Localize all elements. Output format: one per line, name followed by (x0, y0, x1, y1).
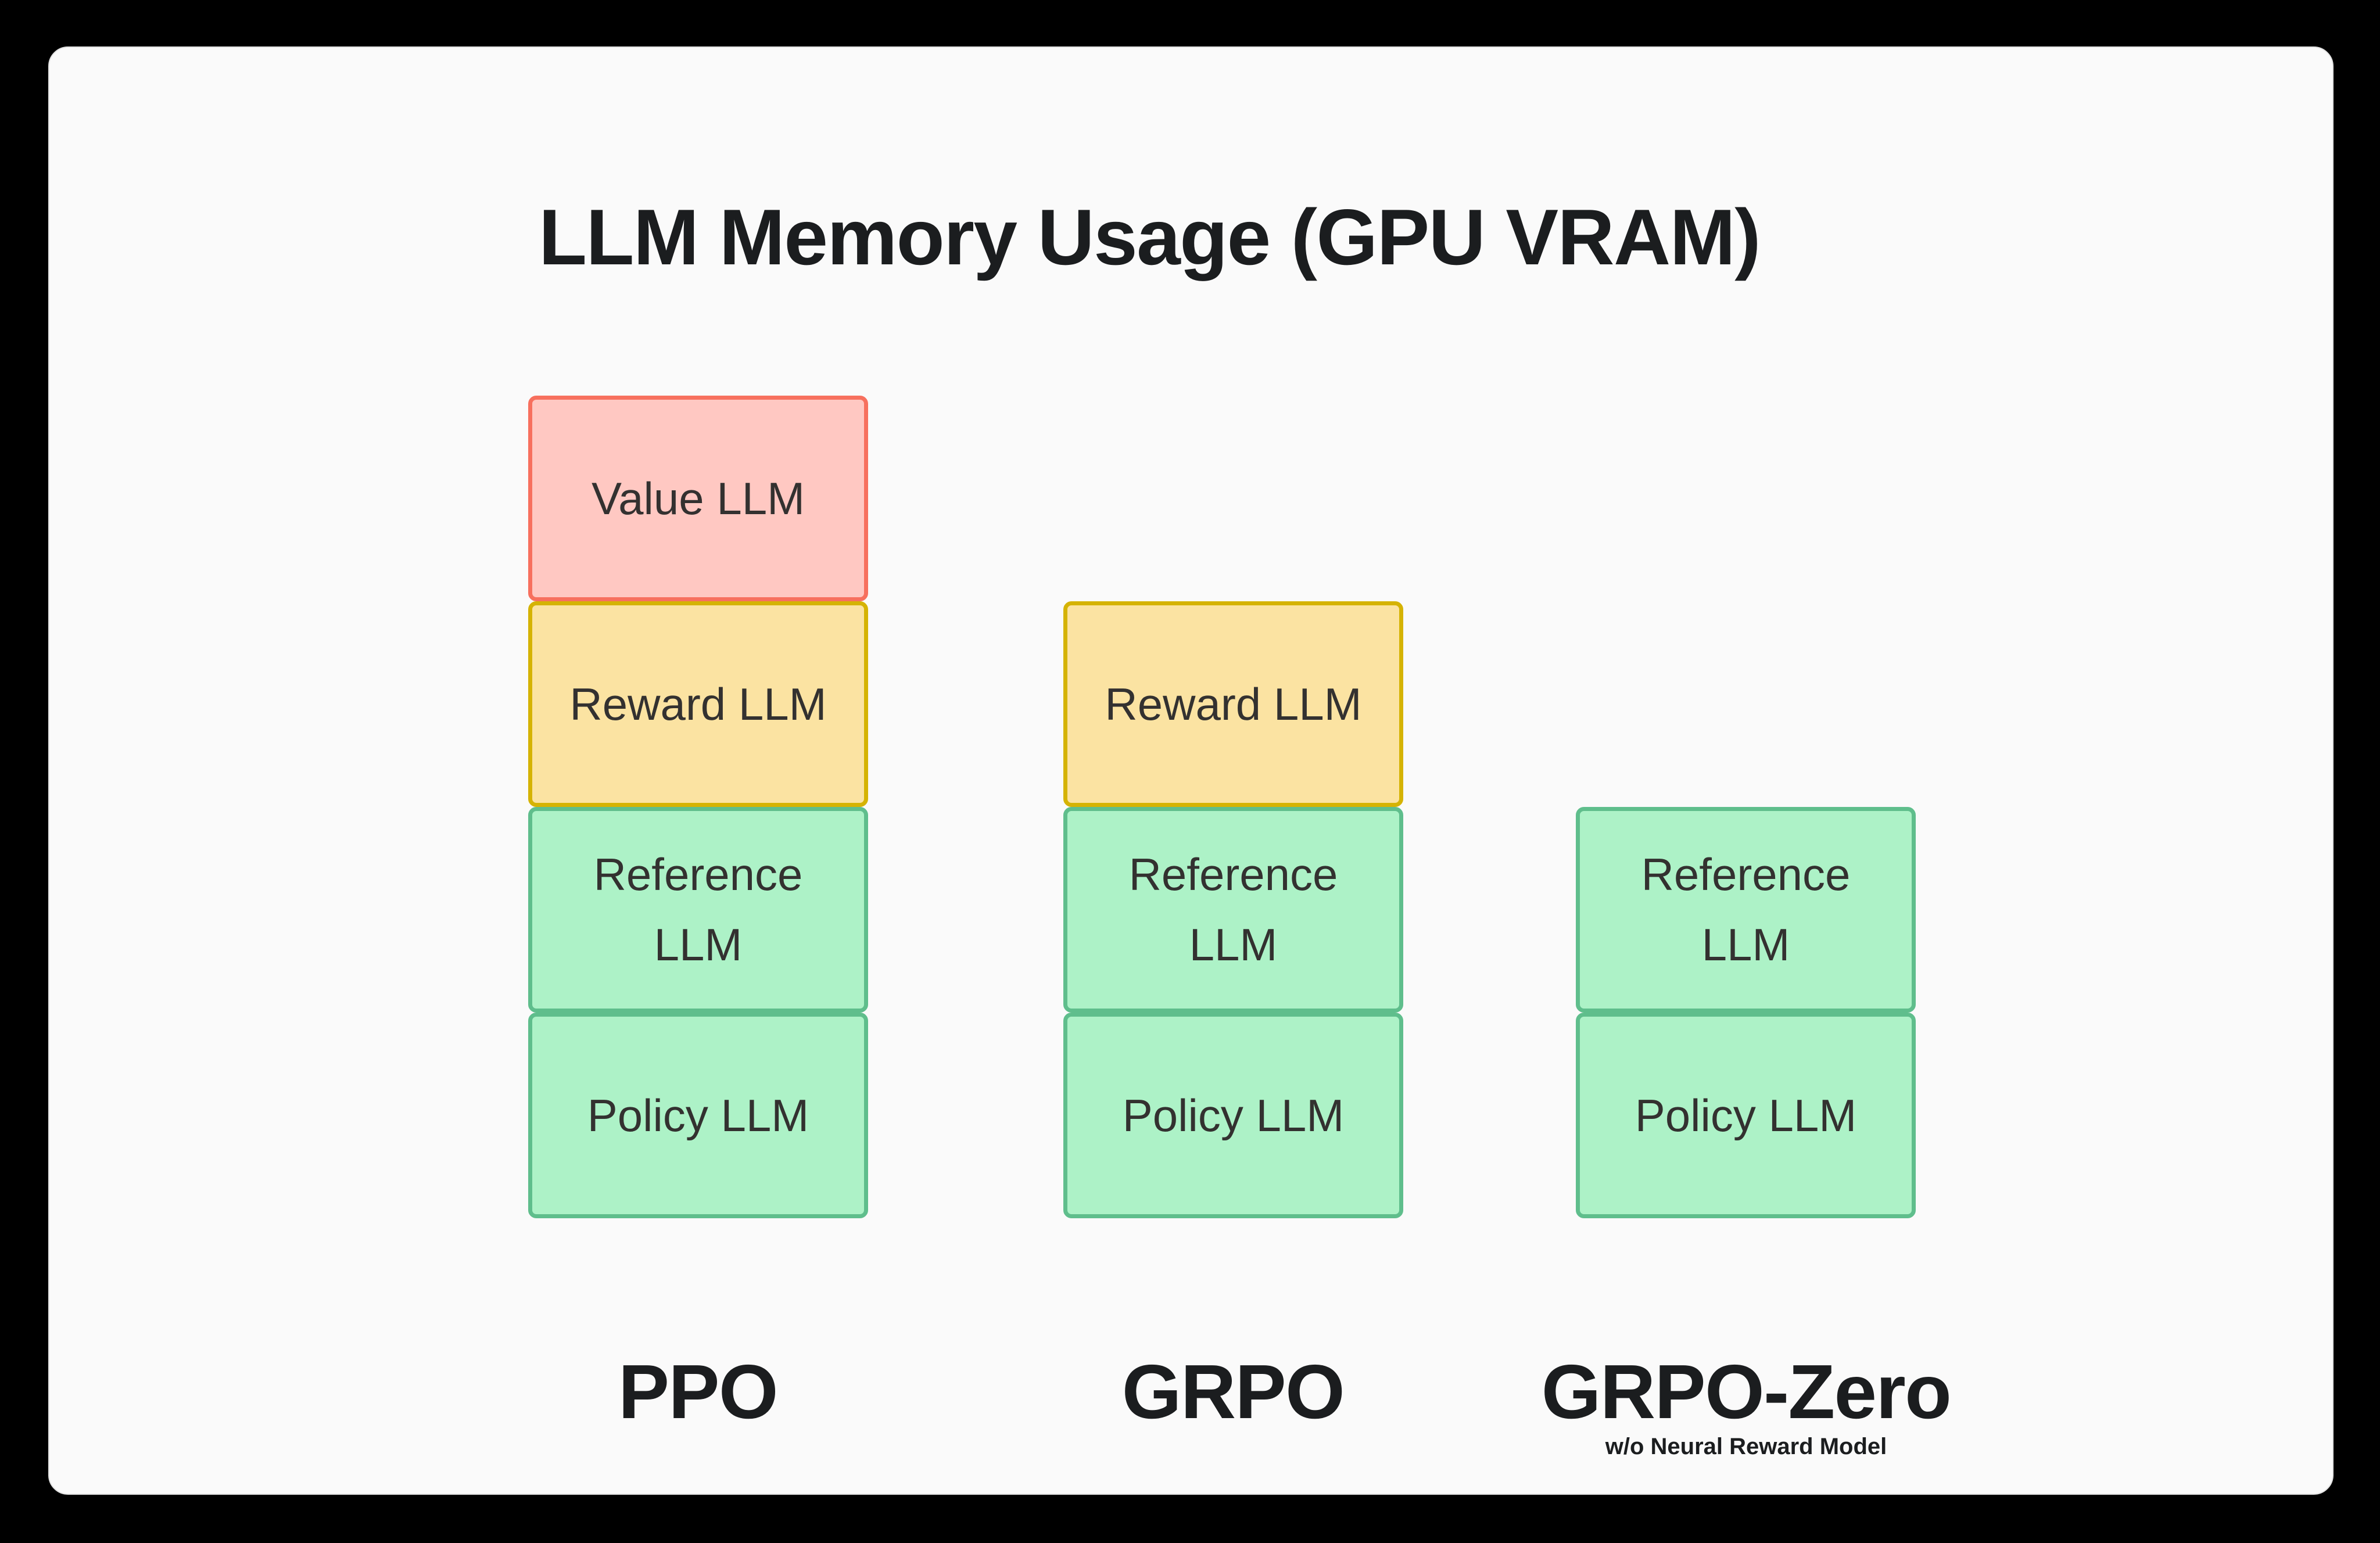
block-reward-llm: Reward LLM (1063, 601, 1403, 807)
block-reference-llm: Reference LLM (1576, 807, 1916, 1013)
diagram-card: LLM Memory Usage (GPU VRAM) Value LLM Re… (48, 46, 2334, 1495)
block-policy-llm: Policy LLM (1576, 1013, 1916, 1218)
block-reference-llm: Reference LLM (528, 807, 868, 1013)
column-ppo: Value LLM Reward LLM Reference LLM Polic… (528, 396, 868, 1218)
diagram-title: LLM Memory Usage (GPU VRAM) (539, 193, 1761, 281)
column-label-grpo: GRPO (1121, 1349, 1345, 1434)
block-reference-llm: Reference LLM (1063, 807, 1403, 1013)
column-sublabel-grpo-zero: w/o Neural Reward Model (1605, 1434, 1887, 1459)
block-reward-llm: Reward LLM (528, 601, 868, 807)
column-grpo: Reward LLM Reference LLM Policy LLM (1063, 601, 1403, 1218)
block-policy-llm: Policy LLM (528, 1013, 868, 1218)
block-value-llm: Value LLM (528, 396, 868, 601)
column-grpo-zero: Reference LLM Policy LLM (1576, 807, 1916, 1218)
column-label-grpo-zero: GRPO-Zero (1541, 1349, 1952, 1434)
block-policy-llm: Policy LLM (1063, 1013, 1403, 1218)
column-label-ppo: PPO (618, 1349, 779, 1434)
